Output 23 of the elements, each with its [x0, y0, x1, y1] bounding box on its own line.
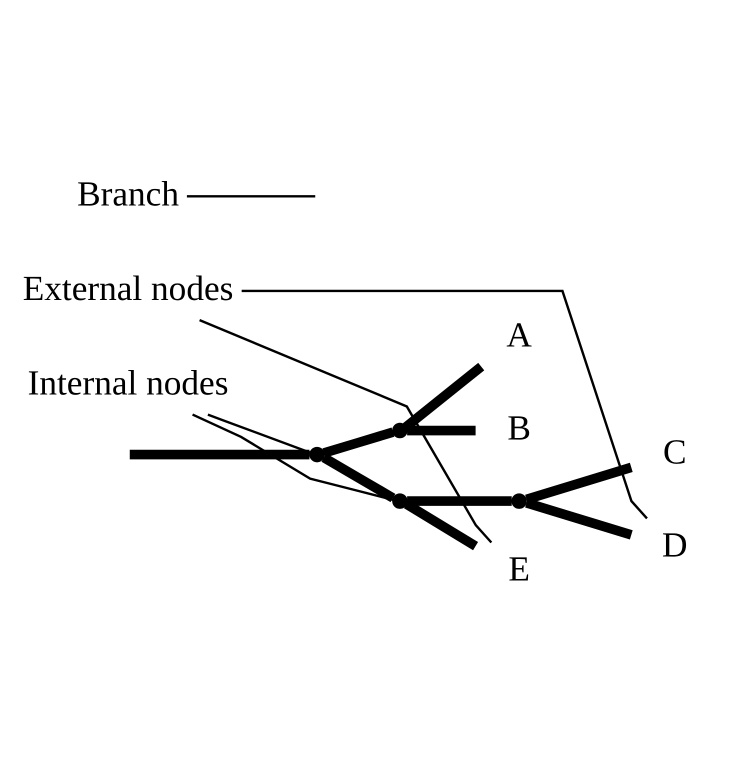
node-text: C [662, 432, 687, 472]
node-point [309, 446, 325, 462]
node-text: E [508, 549, 530, 588]
connector [192, 412, 394, 500]
node-text: Branch [77, 174, 179, 213]
connector [407, 496, 512, 506]
node-text: B [507, 408, 531, 448]
node-point [392, 492, 408, 508]
connector [322, 427, 394, 458]
connector [242, 289, 648, 519]
connector [186, 194, 316, 197]
connector [407, 425, 476, 435]
node-text: A [506, 314, 532, 354]
connector [402, 362, 484, 430]
node-point [511, 492, 527, 508]
node-point [392, 422, 408, 438]
node-text: Internal nodes [28, 363, 228, 402]
node-text: External nodes [22, 268, 234, 308]
connector [525, 462, 633, 504]
node-text: D [662, 525, 688, 564]
connector [130, 449, 310, 459]
connector [199, 318, 492, 543]
connector [207, 413, 310, 454]
